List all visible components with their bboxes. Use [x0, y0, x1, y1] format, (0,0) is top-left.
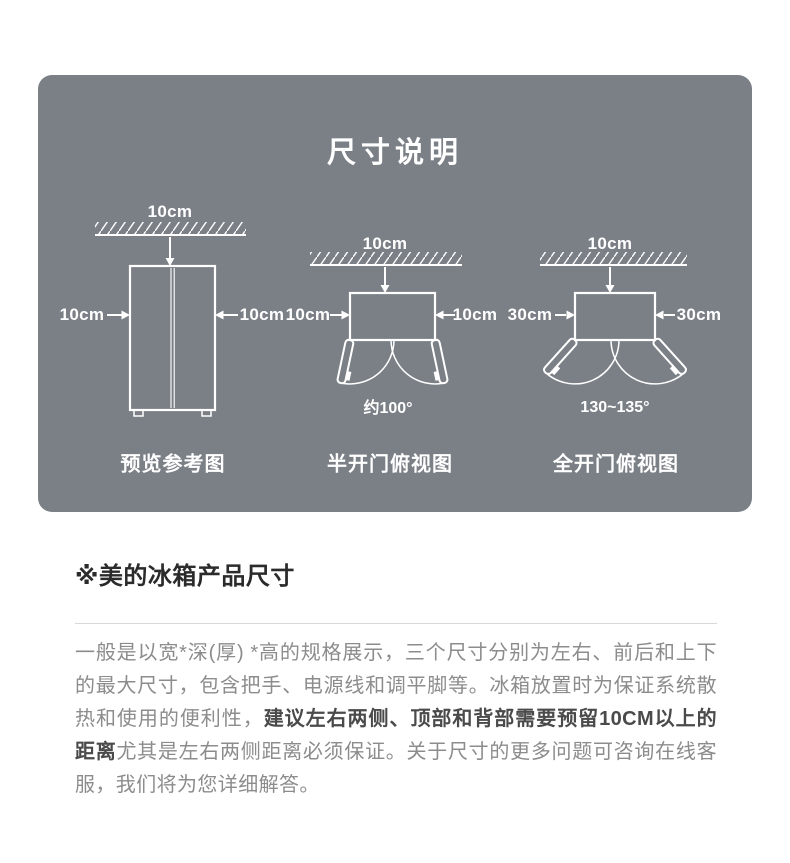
d3-right-door [652, 337, 687, 376]
d1-fridge-outline [128, 264, 217, 412]
d2-right-clearance-label: 10cm [452, 305, 498, 324]
d3-top-clearance-arrow [605, 285, 615, 293]
d3-top-clearance-label: 10cm [587, 234, 633, 253]
d1-top-clearance-arrow [165, 258, 175, 266]
d1-caption: 预览参考图 [120, 453, 226, 476]
d3-right-clearance-arrow [655, 310, 664, 320]
dimension-card: 尺寸说明 [38, 75, 752, 512]
half-open-top-view-diagram [310, 252, 462, 385]
d2-right-clearance-arrow [435, 310, 444, 320]
d2-open-angle-label: 约100° [363, 400, 413, 417]
d2-ceiling-hatch [310, 252, 462, 265]
d2-right-door [430, 338, 449, 385]
d3-ceiling-hatch [540, 252, 687, 265]
fridge-front-view-diagram [95, 222, 246, 417]
d3-left-swing-arc [545, 339, 620, 385]
d3-left-clearance-label: 30cm [507, 305, 553, 324]
d2-left-clearance-label: 10cm [285, 305, 331, 324]
full-open-top-view-diagram [540, 252, 687, 385]
d3-left-door-handle [551, 365, 561, 376]
d2-right-door-handle [433, 371, 440, 381]
size-info-heading: ※美的冰箱产品尺寸 [75, 563, 295, 590]
d1-left-clearance-arrow [121, 310, 130, 320]
d3-open-angle-label: 130~135° [580, 399, 650, 416]
d1-right-clearance-arrow [215, 310, 224, 320]
d3-right-clearance-label: 30cm [676, 305, 722, 324]
d3-fridge-outline [573, 291, 657, 342]
d1-right-foot [201, 409, 212, 417]
dimension-diagrams-graphic [95, 222, 687, 417]
d3-left-door [543, 337, 578, 376]
paragraph-text-before: 一般是以宽*深(厚) *高的规格展示，三个尺寸分别为左右、前后和上下的最大尺寸，… [75, 642, 717, 730]
d1-left-clearance-label: 10cm [59, 305, 105, 324]
d2-top-clearance-arrow [380, 285, 390, 293]
d1-right-clearance-label: 10cm [239, 305, 285, 324]
paragraph-text-bold: 建议左右两侧、顶部和背部需要预留10CM以上的距离 [75, 708, 717, 763]
d2-right-swing-arc [390, 339, 445, 385]
d3-caption: 全开门俯视图 [553, 453, 679, 476]
d1-top-clearance-label: 10cm [147, 202, 193, 221]
d2-left-door-handle [345, 371, 352, 381]
paragraph-text-after: 尤其是左右两侧距离必须保证。关于尺寸的更多问题可咨询在线客服，我们将为您详细解答… [75, 741, 717, 796]
d1-ceiling-hatch [95, 222, 246, 235]
d2-fridge-outline [348, 291, 437, 342]
d2-left-swing-arc [340, 339, 395, 385]
section-divider [75, 623, 717, 624]
card-title: 尺寸说明 [326, 137, 463, 169]
size-info-paragraph: 一般是以宽*深(厚) *高的规格展示，三个尺寸分别为左右、前后和上下的最大尺寸，… [75, 637, 717, 802]
d3-right-door-handle [669, 365, 679, 376]
d3-right-swing-arc [610, 339, 685, 385]
d3-left-clearance-arrow [566, 310, 575, 320]
d2-top-clearance-label: 10cm [362, 234, 408, 253]
size-info-section: ※美的冰箱产品尺寸 一般是以宽*深(厚) *高的规格展示，三个尺寸分别为左右、前… [75, 556, 717, 802]
d2-caption: 半开门俯视图 [327, 453, 453, 476]
d2-left-door [336, 338, 355, 385]
d1-left-foot [133, 409, 144, 417]
d2-left-clearance-arrow [341, 310, 350, 320]
